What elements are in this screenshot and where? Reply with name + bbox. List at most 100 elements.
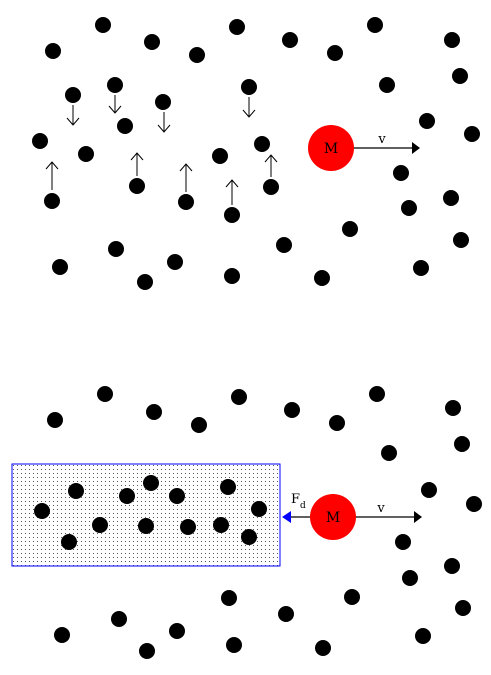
bottom-particle [402,570,418,586]
top-particle [78,146,94,162]
bottom-particle [111,611,127,627]
top-particle [178,194,194,210]
top-panel: v M [32,17,480,290]
bottom-particle [445,400,461,416]
top-particle [129,178,145,194]
particle-motion-arrow-down [66,105,80,126]
bottom-particle [47,412,63,428]
top-particle [45,43,61,59]
top-velocity-label: v [377,132,386,147]
bottom-particle [97,386,113,402]
bottom-particle [251,501,267,517]
top-particle [367,17,383,33]
bottom-particle [221,590,237,606]
bottom-particle [278,606,294,622]
bottom-particle [92,517,108,533]
bottom-particle [54,627,70,643]
top-particle [44,193,60,209]
top-particle [108,241,124,257]
top-particle [95,17,111,33]
top-particle [189,47,205,63]
particle-motion-arrow-up [264,154,278,177]
top-particle [224,268,240,284]
bottom-velocity-arrow [355,511,422,523]
bottom-particle [415,628,431,644]
bottom-particle [169,488,185,504]
top-particle [263,179,279,195]
top-particle [444,32,460,48]
bottom-particle [344,589,360,605]
top-particle [224,207,240,223]
bottom-particle [119,488,135,504]
drag-force-arrow [282,511,311,523]
top-particle [413,260,429,276]
top-particle [453,232,469,248]
top-particle [107,77,123,93]
particle-motion-arrow-down [242,97,256,118]
top-mass-label: M [324,141,338,157]
bottom-particle [226,637,242,653]
bottom-particle [241,529,257,545]
bottom-mass: M [310,494,356,540]
top-particle [393,165,409,181]
bottom-particle [395,534,411,550]
bottom-particle [444,558,460,574]
bottom-particle [455,600,471,616]
bottom-particle [34,503,50,519]
top-particle [52,259,68,275]
top-particle [144,34,160,50]
bottom-particle [146,404,162,420]
top-particle [276,237,292,253]
top-particles [32,17,480,290]
bottom-particle [61,534,77,550]
bottom-particle [139,643,155,659]
bottom-particle [143,475,159,491]
bottom-particle [220,479,236,495]
bottom-particle [231,389,247,405]
top-particle [155,94,171,110]
bottom-particle [191,417,207,433]
top-particle [229,19,245,35]
particle-motion-arrow-up [45,161,59,190]
bottom-particle [68,483,84,499]
top-particle-arrows [45,95,278,205]
top-particle [137,274,153,290]
particle-motion-arrow-up [130,152,144,176]
bottom-particle [169,623,185,639]
bottom-particle [213,517,229,533]
top-particle [419,113,435,129]
particle-motion-arrow-down [157,112,171,133]
bottom-panel: Fd v M [11,386,482,659]
top-mass: M [308,125,354,171]
top-particle [314,270,330,286]
top-particle [443,190,459,206]
bottom-particle [315,640,331,656]
bottom-particle [138,518,154,534]
particle-motion-arrow-down [108,95,122,114]
top-particle [342,221,358,237]
top-particle [241,79,257,95]
top-particle [254,136,270,152]
top-particle [452,68,468,84]
particle-motion-arrow-up [225,179,239,205]
drag-force-label: Fd [291,492,306,511]
bottom-mass-label: M [326,510,340,526]
top-particle [464,126,480,142]
bottom-particle [466,496,482,512]
top-velocity-arrow [353,142,420,154]
bottom-particle [381,445,397,461]
bottom-particle [329,415,345,431]
bottom-velocity-label: v [376,501,385,516]
bottom-particle [284,402,300,418]
bottom-particle [421,482,437,498]
bottom-particles [34,386,482,659]
particle-motion-arrow-up [179,163,193,192]
top-particle [212,148,228,164]
top-particle [65,87,81,103]
top-particle [282,32,298,48]
bottom-particle [454,436,470,452]
top-particle [327,45,343,61]
bottom-particle [180,519,196,535]
top-particle [401,200,417,216]
